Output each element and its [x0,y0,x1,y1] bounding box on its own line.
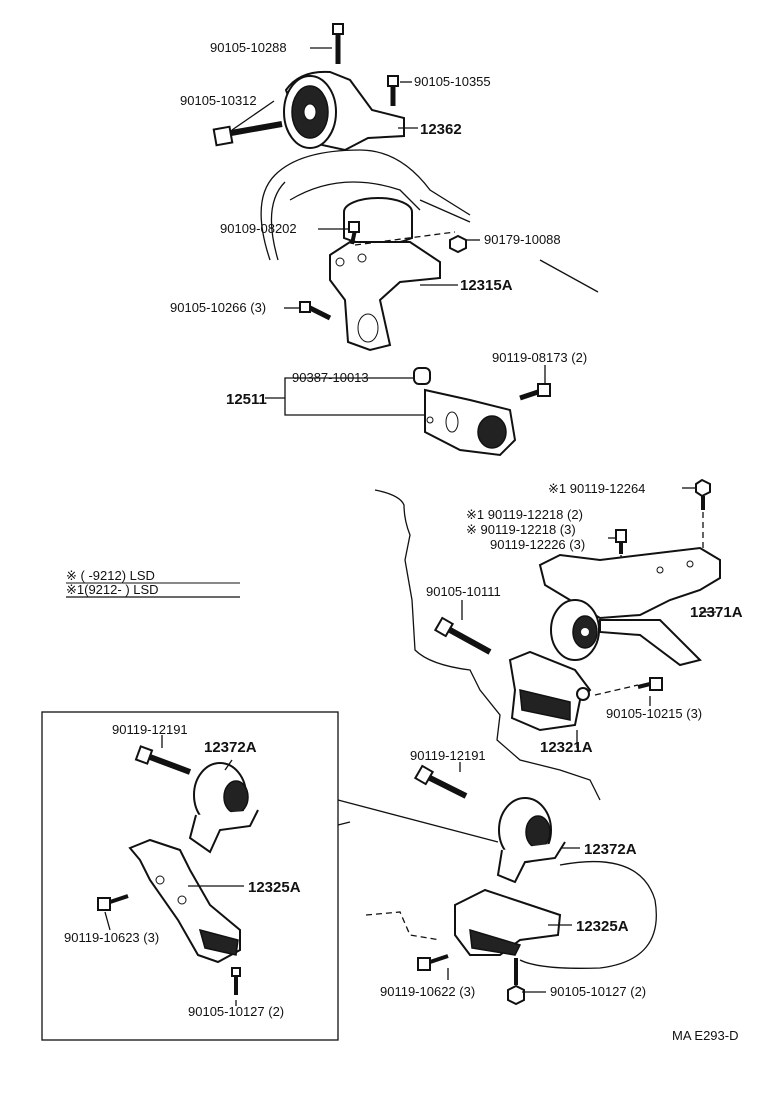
bracket-12325A-right [454,888,562,956]
bolt-90119-12191-inset [134,745,192,775]
bolt-90105-10127-right [507,958,525,1006]
bolt-90105-10111 [433,616,492,655]
nut-90179-10088 [449,234,467,254]
bolt-90119-12264 [695,478,711,510]
label-90119-12191-right: 90119-12191 [410,748,486,763]
bolt-90119-10622 [417,954,449,971]
label-12325A-right: 12325A [576,918,629,935]
mount-12372A-right [496,797,566,884]
label-12372A-right: 12372A [584,841,637,858]
leader-lines [66,47,716,1006]
label-90105-10215: 90105-10215 (3) [606,706,702,721]
mount-12372A-inset [188,762,259,854]
engine-outline [260,149,599,293]
label-90109-08202: 90109-08202 [220,221,297,236]
mount-12321A [508,650,592,732]
label-90105-10111: 90105-10111 [426,584,501,599]
label-90119-12264: ※1 90119-12264 [548,481,645,496]
bolt-90119-12218 [615,529,627,554]
legend-note-1: ※ ( -9212) LSD [66,568,155,583]
bolt-90119-10623 [97,894,129,911]
label-12371A: 12371A [690,604,743,621]
bushing-90387-10013 [413,367,431,385]
mount-12362 [283,70,405,152]
diagram-code: MA E293-D [672,1028,738,1043]
label-90105-10127-right: 90105-10127 (2) [550,984,646,999]
label-90119-10622: 90119-10622 (3) [380,984,475,999]
bolt-90105-10266 [299,301,332,321]
label-90179-10088: 90179-10088 [484,232,561,247]
bolt-90105-10288 [332,23,344,64]
label-90119-12218-a: ※1 90119-12218 (2) [466,507,583,522]
engine-edge-line [374,489,601,801]
bracket-12371A [538,546,721,667]
label-12315A: 12315A [460,277,513,294]
label-90105-10266: 90105-10266 (3) [170,300,266,315]
label-90119-12226: 90119-12226 (3) [490,537,585,552]
bolt-90105-10215 [637,677,663,691]
label-90119-12191-inset: 90119-12191 [112,722,188,737]
label-90119-12218-b: ※ 90119-12218 (3) [466,522,576,537]
label-90387-10013: 90387-10013 [292,370,369,385]
label-90105-10127-inset: 90105-10127 (2) [188,1004,284,1019]
label-90119-08173: 90119-08173 (2) [492,350,587,365]
bracket-12325A-inset [128,838,241,964]
bolt-90119-08173 [519,383,551,401]
label-12321A: 12321A [540,739,593,756]
label-12362: 12362 [420,121,462,138]
bolt-90105-10312 [212,121,283,147]
bolt-90119-12191-right [413,764,468,799]
bolt-90105-10127-inset [231,967,241,995]
label-90105-10355: 90105-10355 [414,74,491,89]
label-12372A-inset: 12372A [204,739,257,756]
label-90119-10623: 90119-10623 (3) [64,930,159,945]
bracket-12315A [329,221,441,352]
label-12511: 12511 [226,391,267,408]
stopper-12511 [424,388,517,457]
label-12325A-inset: 12325A [248,879,301,896]
label-90105-10312: 90105-10312 [180,93,257,108]
label-90105-10288: 90105-10288 [210,40,287,55]
legend-note-2: ※1(9212- ) LSD [66,582,159,597]
inset-box [41,711,499,1041]
bolt-90105-10355 [387,75,399,106]
